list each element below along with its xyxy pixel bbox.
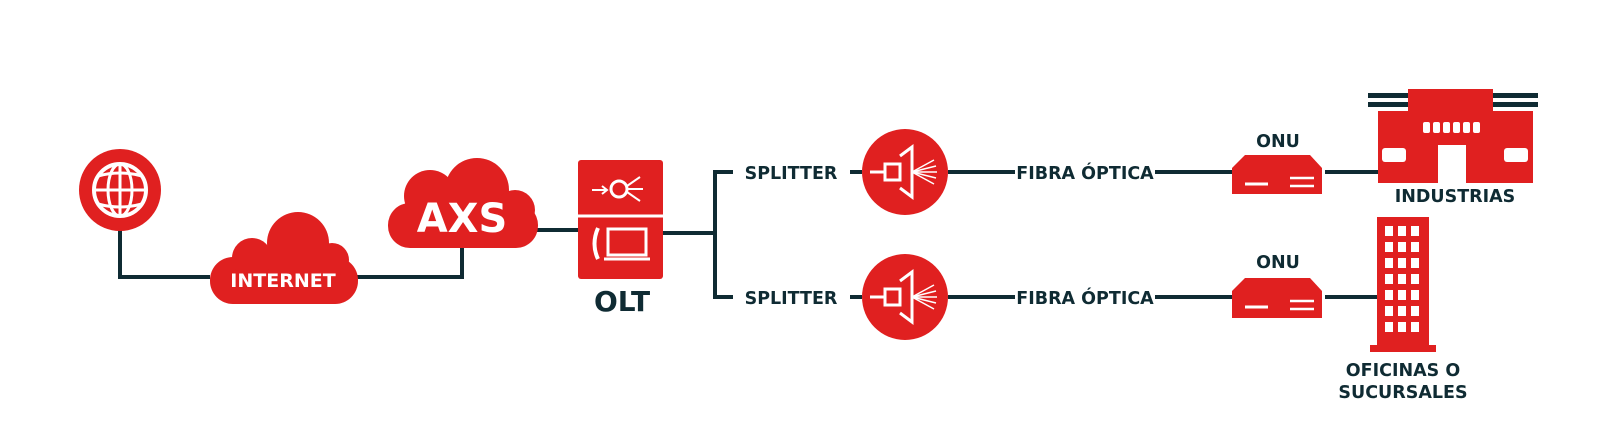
wire-junction-splitters (713, 170, 733, 299)
globe-icon (79, 149, 161, 231)
olt-label: OLT (594, 285, 650, 318)
wire-globe-internet (118, 222, 210, 279)
industries-label: INDUSTRIAS (1395, 187, 1516, 207)
internet-label: INTERNET (230, 270, 335, 292)
offices-label-line2: SUCURSALES (1338, 383, 1467, 403)
office-tower-icon (1370, 217, 1436, 352)
onu-bottom-label: ONU (1256, 253, 1300, 273)
fiber-bottom-label: FIBRA ÓPTICA (1016, 287, 1154, 309)
connections (118, 170, 1378, 299)
onu-device-icon-top (1232, 155, 1322, 194)
cloud-icon-internet: INTERNET (210, 212, 358, 304)
offices-label-line1: OFICINAS O (1346, 361, 1460, 381)
axs-label: AXS (417, 196, 508, 242)
splitter-top-label: SPLITTER (745, 164, 838, 184)
onu-top-label: ONU (1256, 132, 1300, 152)
factory-icon (1368, 89, 1538, 183)
fiber-top-label: FIBRA ÓPTICA (1016, 162, 1154, 184)
cloud-icon-axs: AXS (388, 158, 538, 248)
wire-internet-axs (355, 244, 464, 279)
onu-device-icon-bottom (1232, 278, 1322, 318)
splitter-icon-top (862, 129, 948, 215)
olt-cabinet-icon (578, 160, 663, 279)
splitter-bottom-label: SPLITTER (745, 289, 838, 309)
splitter-icon-bottom (862, 254, 948, 340)
